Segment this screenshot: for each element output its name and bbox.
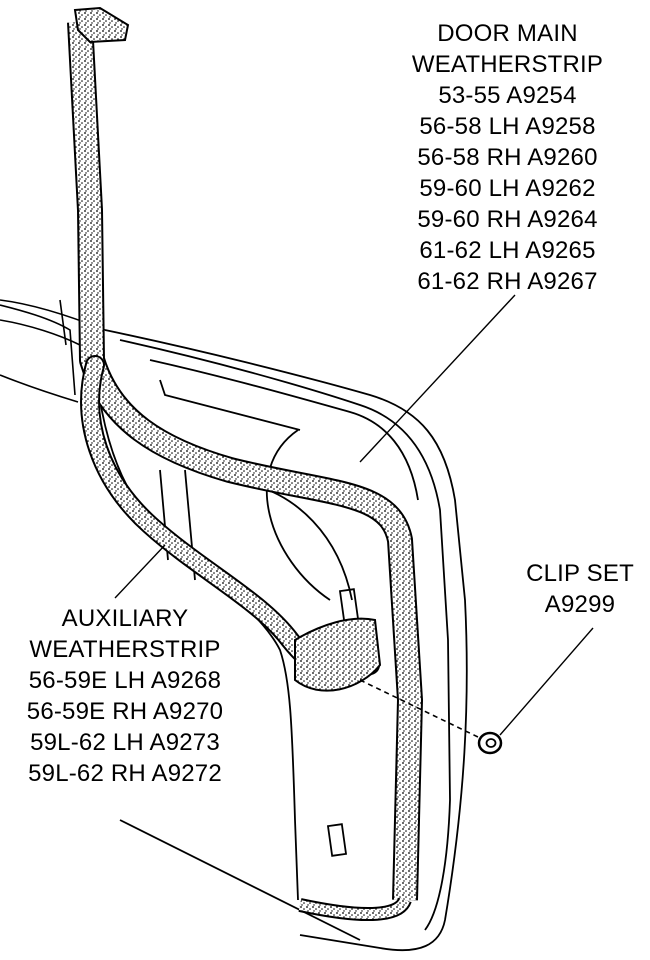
clip-set-leader [499,627,594,736]
callout-line: DOOR MAIN [437,20,578,47]
auxiliary-weatherstrip-callout: AUXILIARY WEATHERSTRIP 56-59E LH A9268 5… [0,603,250,789]
auxiliary-leader [114,544,166,599]
callout-line: 59-60 LH A9262 [419,175,596,202]
callout-line: 61-62 RH A9267 [417,268,598,295]
callout-line: 56-58 LH A9258 [419,113,596,140]
callout-line: 61-62 LH A9265 [419,237,596,264]
callout-line: 56-58 RH A9260 [417,144,598,171]
door-main-leader [359,294,516,463]
door-main-weatherstrip [67,6,423,921]
clip [359,679,503,755]
callout-line: 53-55 A9254 [438,82,577,109]
callout-line: A9299 [544,591,616,618]
callout-line: CLIP SET [526,560,634,587]
callout-line: WEATHERSTRIP [411,51,604,78]
callout-line: 59L-62 RH A9272 [28,760,222,787]
callout-line: 56-59E LH A9268 [28,667,222,694]
callout-line: 59L-62 LH A9273 [30,729,220,756]
callout-line: AUXILIARY [61,605,189,632]
auxiliary-weatherstrip [80,355,382,692]
door-main-weatherstrip-callout: DOOR MAIN WEATHERSTRIP 53-55 A9254 56-58… [390,18,625,297]
callout-line: 59-60 RH A9264 [417,206,598,233]
leader-lines [114,294,594,736]
callout-line: WEATHERSTRIP [29,636,221,663]
clip-set-callout: CLIP SET A9299 [520,558,640,620]
callout-line: 56-59E RH A9270 [26,698,224,725]
